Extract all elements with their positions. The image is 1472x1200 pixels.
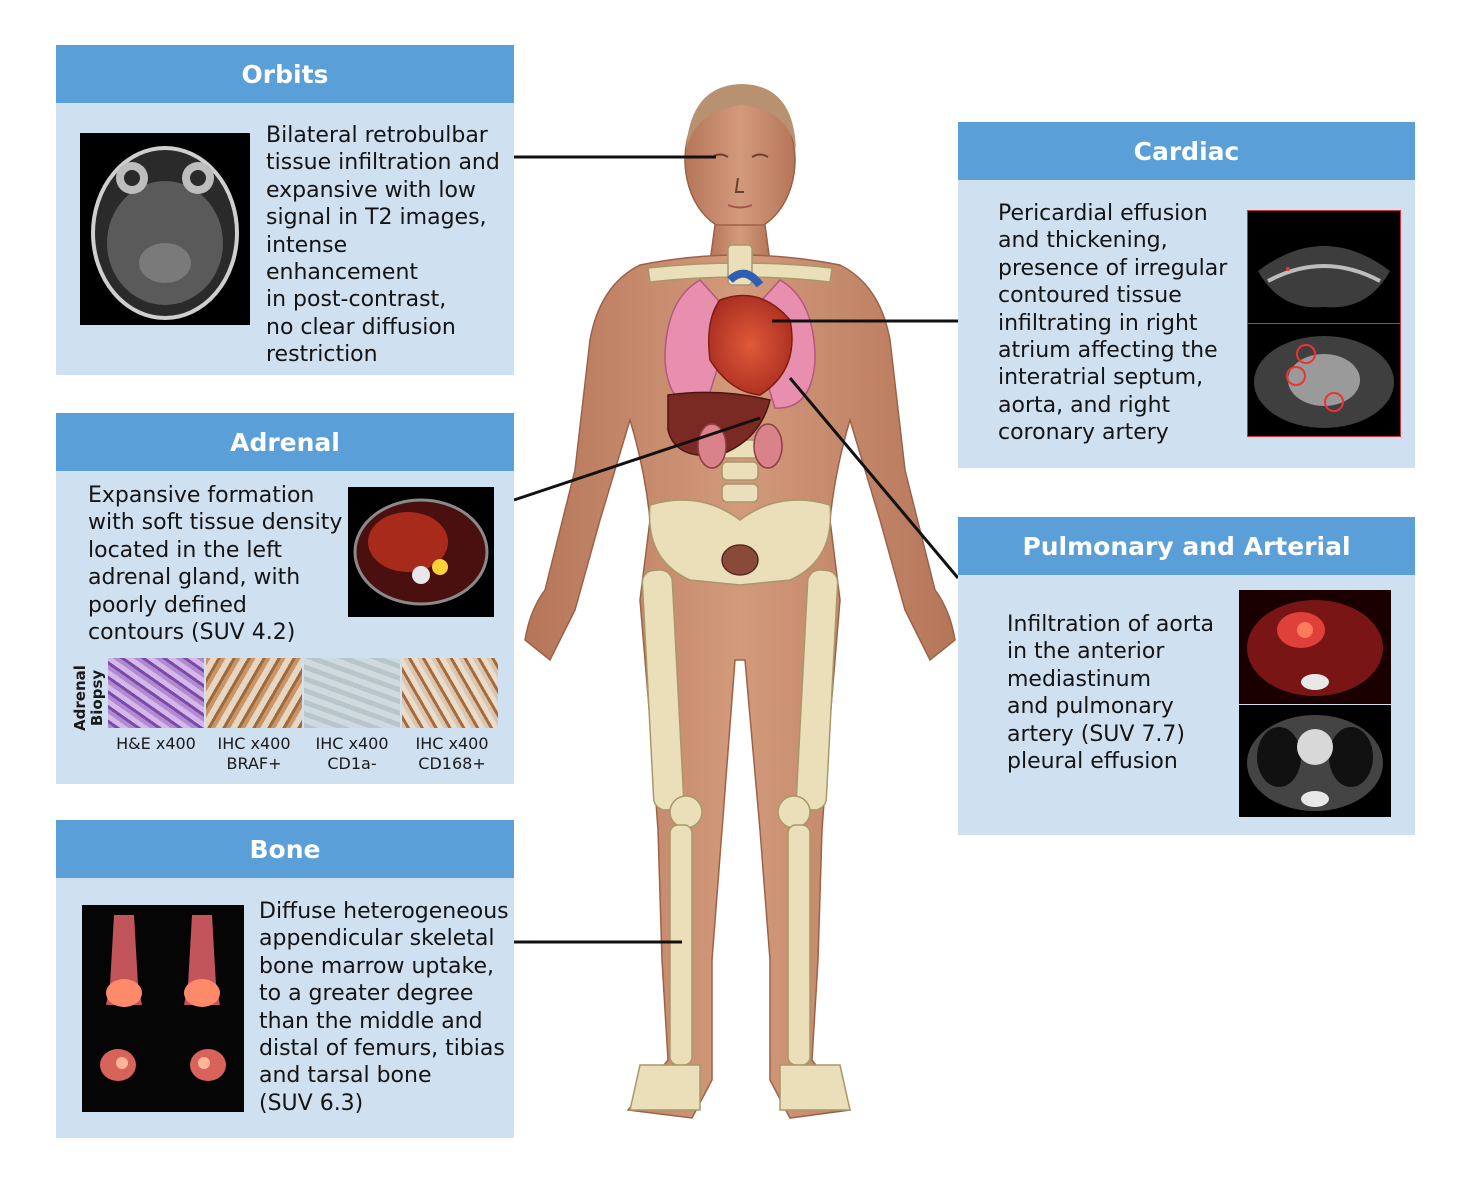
biopsy-he-tile [108, 658, 204, 728]
cardiac-echo-image [1247, 210, 1401, 324]
biopsy-label-text: Adrenal Biopsy [71, 665, 106, 731]
panel-adrenal-text: Expansive formation with soft tissue den… [88, 483, 343, 646]
biopsy-braf-tile [206, 658, 302, 728]
panel-pulmonary: Pulmonary and Arterial Infiltration of a… [958, 517, 1415, 835]
panel-orbits-text: Bilateral retrobulbar tissue infiltratio… [266, 123, 500, 368]
heart [708, 294, 793, 396]
biopsy-caption-braf: IHC x400 BRAF+ [217, 734, 291, 773]
panel-cardiac-text: Pericardial effusion and thickening, pre… [998, 201, 1228, 446]
panel-pulmonary-text: Infiltration of aorta in the anterior me… [1007, 612, 1214, 775]
connector-pulmonary [788, 377, 960, 579]
panel-orbits-title: Orbits [56, 45, 514, 103]
pulmonary-ct-image [1239, 705, 1391, 817]
biopsy-caption-he: H&E x400 [116, 734, 196, 753]
connector-adrenal [513, 416, 761, 502]
bladder [721, 544, 759, 576]
panel-bone: Bone Diffuse heterogeneous appendicular … [56, 820, 514, 1138]
biopsy-label: Adrenal Biopsy [66, 661, 114, 731]
adrenal-pet-ct-image [348, 487, 494, 617]
panel-bone-title: Bone [56, 820, 514, 878]
panel-cardiac-title: Cardiac [958, 122, 1415, 180]
bone-pet-image [82, 905, 244, 1112]
panel-orbits: Orbits Bilateral retrobulbar tissue infi… [56, 45, 514, 375]
panel-cardiac: Cardiac Pericardial effusion and thicken… [958, 122, 1415, 468]
skeleton [629, 244, 851, 1111]
pulmonary-pet-ct-image [1239, 590, 1391, 704]
biopsy-cd168-tile [402, 658, 498, 728]
panel-adrenal: Adrenal Expansive formation with soft ti… [56, 413, 514, 784]
panel-pulmonary-title: Pulmonary and Arterial [958, 517, 1415, 575]
biopsy-caption-cd168: IHC x400 CD168+ [415, 734, 489, 773]
cardiac-ct-image [1247, 323, 1401, 437]
panel-bone-text: Diffuse heterogeneous appendicular skele… [259, 899, 509, 1116]
orbits-mri-image [80, 133, 250, 325]
panel-adrenal-title: Adrenal [56, 413, 514, 471]
hair [686, 84, 796, 150]
biopsy-cd1a-tile [304, 658, 400, 728]
biopsy-caption-cd1a: IHC x400 CD1a- [315, 734, 389, 773]
